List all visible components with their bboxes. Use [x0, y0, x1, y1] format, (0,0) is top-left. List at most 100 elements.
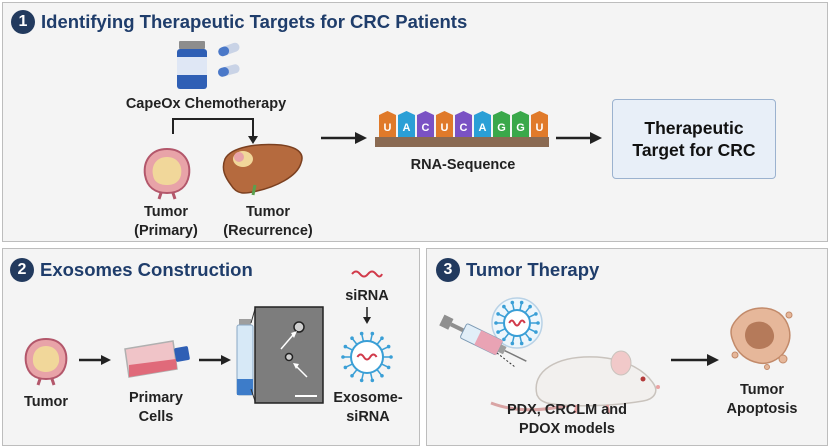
exosome-spike-tip — [494, 321, 498, 325]
arrow-sirna-down — [363, 307, 371, 324]
primary-tumor-icon — [143, 147, 191, 200]
exosome-spike — [381, 363, 389, 368]
target-line1: Therapeutic — [644, 118, 744, 138]
tumor-primary-line1: Tumor — [143, 204, 189, 220]
rna-base-letter: C — [422, 122, 430, 134]
mouse-icon — [490, 350, 660, 414]
tumor-recurrence-line2: (Recurrence) — [223, 223, 313, 239]
exosome-spike-tip — [350, 336, 354, 341]
apoptosis-label: Tumor Apoptosis — [717, 381, 807, 419]
sirna-strand-icon — [351, 270, 383, 278]
culture-flask-icon — [124, 340, 190, 378]
rna-base-letter: A — [403, 122, 411, 134]
exosome-spike-tip — [528, 337, 532, 342]
exosome-spike-tip — [534, 312, 538, 316]
panel-3-title: Tumor Therapy — [466, 259, 600, 280]
models-line2: PDOX models — [519, 421, 615, 437]
primary-cells-label: Primary Cells — [111, 389, 201, 427]
rna-base-letter: U — [536, 122, 544, 134]
exosome-spike — [361, 372, 365, 380]
rna-sequence-label: RNA-Sequence — [410, 157, 516, 173]
exosome-spike-tip — [380, 336, 384, 341]
rna-base — [493, 111, 510, 137]
apoptosis-line1: Tumor — [739, 382, 785, 398]
exosome-spike — [369, 334, 373, 342]
exosome-sirna-icon — [341, 331, 393, 383]
exosome-spike — [519, 303, 523, 311]
exosome-spike-tip — [496, 312, 500, 316]
chemo-pills-icon — [177, 41, 240, 89]
exosome-spike — [511, 303, 515, 311]
models-label: PDX, CRCLM and PDOX models — [497, 401, 637, 439]
liver-recurrence-icon — [222, 143, 303, 196]
step-2-badge: 2 — [10, 258, 34, 282]
exosome-membrane — [503, 309, 531, 337]
step-3-badge: 3 — [436, 258, 460, 282]
rna-base-letter: C — [460, 122, 468, 134]
rna-base — [512, 111, 529, 137]
arrow-to-cells — [79, 355, 111, 365]
rna-base — [474, 111, 491, 137]
tumor-label: Tumor — [23, 394, 69, 410]
em-micrograph-image — [250, 306, 324, 404]
rna-backbone — [375, 137, 549, 147]
exosome-line2: siRNA — [346, 409, 390, 425]
exosome-sirna-label: Exosome- siRNA — [323, 389, 413, 427]
exosome-spike-tip — [536, 321, 540, 325]
exosome-spike — [381, 346, 389, 351]
exosome-spike — [511, 335, 515, 343]
exosome-spike — [345, 363, 353, 368]
exosome-spike-tip — [386, 344, 391, 349]
exosome-spike-tip — [502, 337, 506, 342]
tumor-icon — [24, 337, 68, 386]
exosome-spike — [519, 335, 523, 343]
arrow-to-tube — [199, 355, 231, 365]
primary-cells-line2: Cells — [138, 409, 174, 425]
exosome-spike — [528, 313, 536, 319]
rna-base-letter: A — [479, 122, 487, 134]
exosome-spike-tip — [359, 378, 364, 383]
exosome-spike-tip — [519, 341, 524, 346]
panel-2-title: Exosomes Construction — [40, 259, 253, 280]
exosome-spike — [498, 313, 506, 319]
exosome-spike — [376, 369, 382, 376]
step-1-badge: 1 — [11, 10, 35, 34]
exosome-spike — [524, 306, 531, 314]
rna-base-letter: G — [497, 122, 506, 134]
exosome-spike-tip — [502, 304, 506, 309]
rna-base — [398, 111, 415, 137]
models-line1: PDX, CRCLM and — [506, 402, 628, 418]
exosome-spike — [345, 346, 353, 351]
sirna-label: siRNA — [345, 288, 389, 304]
exosome-spike-tip — [359, 331, 364, 336]
tumor-recurrence-line1: Tumor — [245, 204, 291, 220]
exosome-spike — [498, 327, 506, 333]
rna-base-letter: G — [516, 122, 525, 134]
panel-exosomes-construction: 2 Exosomes Construction Tumor Primary Ce… — [2, 248, 420, 446]
exosome-spike-tip — [510, 341, 515, 346]
target-line2: Target for CRC — [632, 140, 756, 160]
exosome-spike-tip — [350, 373, 354, 378]
exosome-spike-tip — [380, 373, 384, 378]
exosome-spike — [524, 332, 531, 340]
exosome-spike-tip — [496, 330, 500, 334]
rna-base — [417, 111, 434, 137]
exosome-spike — [528, 327, 536, 333]
panel-identifying-targets: 1 Identifying Therapeutic Targets for CR… — [2, 2, 828, 242]
exosome-spike — [376, 338, 382, 345]
therapeutic-target-box: Therapeutic Target for CRC — [612, 99, 776, 179]
tumor-primary-label: Tumor (Primary) — [121, 203, 211, 241]
exosome-spike — [503, 332, 510, 340]
exosome-spike-tip — [341, 355, 345, 359]
rna-base — [455, 111, 472, 137]
exosome-spike — [352, 338, 358, 345]
exosome-spike-tip — [343, 344, 348, 349]
exosome-bubble-icon — [491, 297, 543, 349]
rna-base-letter: U — [441, 122, 449, 134]
exosome-spike — [352, 369, 358, 376]
arrow-to-apoptosis — [671, 354, 719, 366]
exosome-spike-tip — [534, 330, 538, 334]
syringe-icon — [439, 314, 527, 362]
exosome-membrane — [350, 340, 384, 374]
